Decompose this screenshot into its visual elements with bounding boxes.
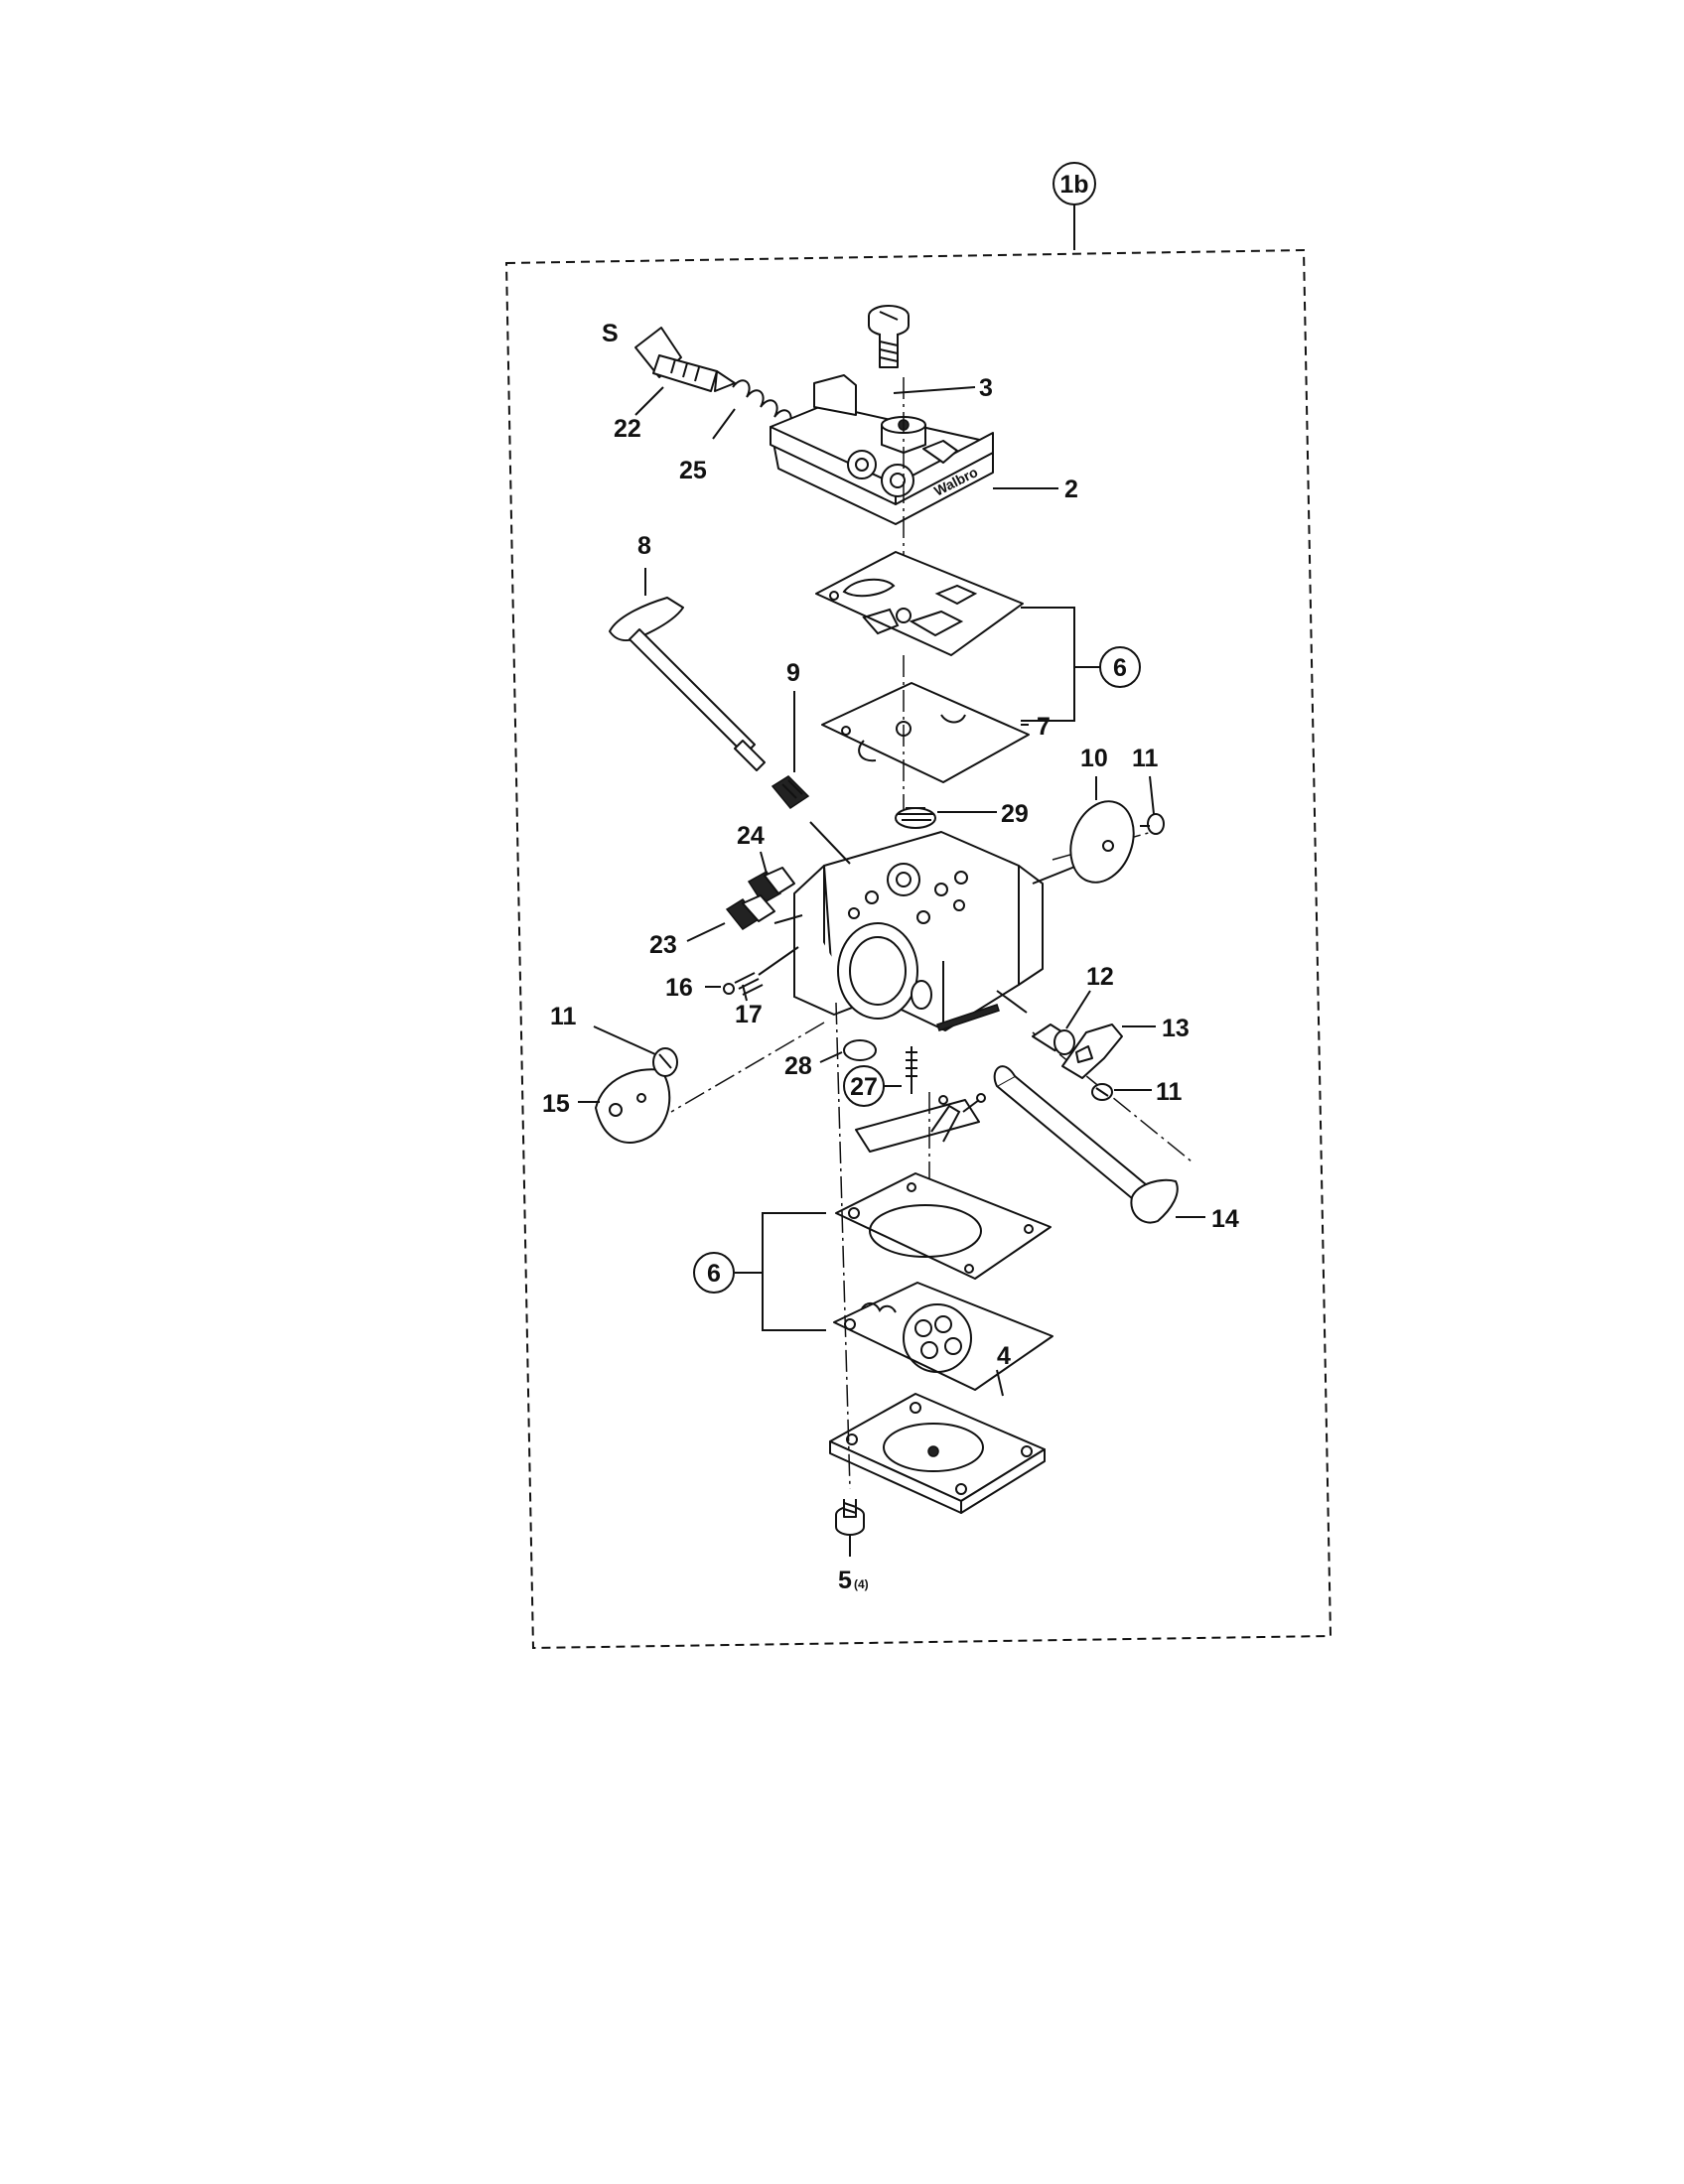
gasket-set-6-top <box>1021 607 1141 722</box>
label-9: 9 <box>786 659 800 687</box>
label-6-bottom: 6 <box>707 1260 721 1288</box>
label-23: 23 <box>649 931 677 959</box>
lever-13 <box>1061 1024 1123 1079</box>
label-7: 7 <box>1037 713 1051 741</box>
screw-11-left <box>652 1047 678 1077</box>
gasket-set-6-bottom <box>693 1212 826 1331</box>
carburetor-cover-2: Walbro <box>770 374 994 525</box>
screen-29 <box>895 807 936 829</box>
label-28: 28 <box>784 1052 812 1080</box>
spring-23 <box>725 894 775 930</box>
label-14: 14 <box>1211 1205 1239 1233</box>
label-12: 12 <box>1086 963 1114 991</box>
label-11-left: 11 <box>550 1003 577 1030</box>
throttle-plate-15 <box>595 1068 671 1144</box>
screw-22 <box>634 327 736 392</box>
choke-shaft-14 <box>993 1065 1179 1224</box>
label-29: 29 <box>1001 800 1029 828</box>
screw-3 <box>868 305 910 368</box>
label-22: 22 <box>614 415 641 443</box>
label-s: S <box>602 320 619 347</box>
label-5: 5 <box>838 1567 852 1594</box>
label-4: 4 <box>997 1342 1011 1370</box>
diaphragm-7 <box>821 682 1030 783</box>
assembly-boundary <box>504 248 1333 1650</box>
label-11-right-top: 11 <box>1132 745 1159 772</box>
label-27: 27 <box>850 1073 878 1101</box>
label-15: 15 <box>542 1090 570 1118</box>
carburetor-body <box>793 831 1044 1031</box>
label-17: 17 <box>735 1001 763 1028</box>
label-2: 2 <box>1064 476 1078 503</box>
bushing-12 <box>1032 1024 1075 1055</box>
label-10: 10 <box>1080 745 1108 772</box>
label-6-top: 6 <box>1113 654 1127 682</box>
label-3: 3 <box>979 374 993 402</box>
assembly-reference-callout: 1b <box>1052 162 1096 250</box>
label-24: 24 <box>737 822 765 850</box>
metering-diaphragm <box>833 1282 1053 1391</box>
screw-11-right-top <box>1140 813 1165 835</box>
needle-17 <box>734 972 764 996</box>
ball-16 <box>723 983 735 995</box>
spring-9 <box>771 775 810 810</box>
screw-11-right-bottom <box>1091 1083 1113 1101</box>
choke-plate-10 <box>1069 800 1135 884</box>
screw-5 <box>835 1499 865 1557</box>
gasket-upper <box>815 551 1024 656</box>
callout-27 <box>843 1065 902 1107</box>
label-5-qty: (4) <box>854 1577 869 1591</box>
label-8: 8 <box>637 532 651 560</box>
o-ring-28 <box>843 1039 877 1061</box>
pump-cover-4 <box>829 1393 1046 1514</box>
label-13: 13 <box>1162 1015 1190 1042</box>
gasket-lower <box>835 1172 1052 1280</box>
assembly-reference-label: 1b <box>1059 171 1088 199</box>
label-16: 16 <box>665 974 693 1002</box>
throttle-shaft-8 <box>609 597 766 771</box>
label-25: 25 <box>679 457 707 484</box>
label-11-right-bottom: 11 <box>1156 1078 1183 1106</box>
